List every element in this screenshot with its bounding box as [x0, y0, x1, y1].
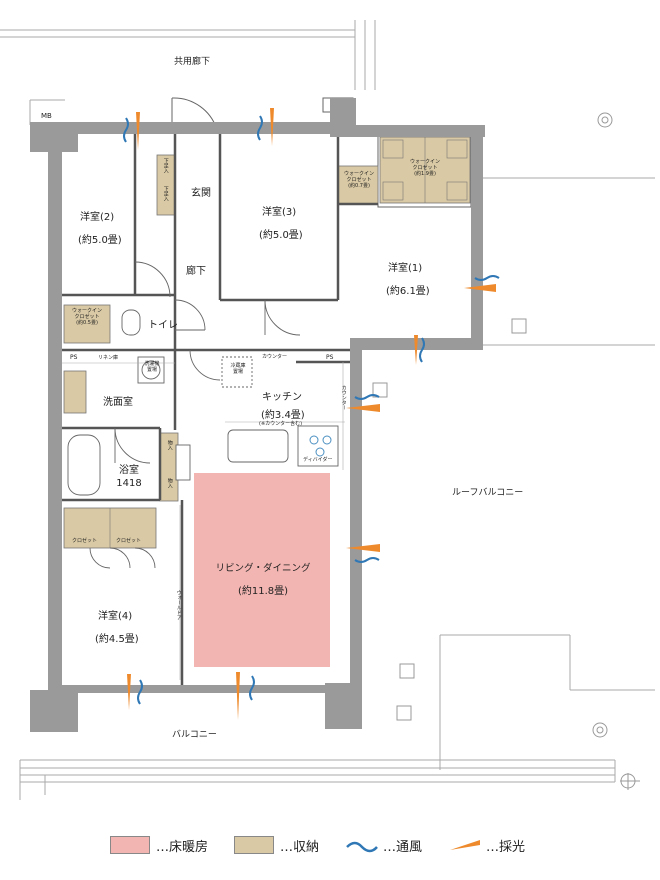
room2-label: 洋室(2): [80, 212, 115, 223]
ps2-label: PS: [326, 354, 334, 361]
room3-size: (約5.0畳): [259, 230, 303, 241]
legend-light-label: …採光: [486, 839, 526, 855]
divider-label: ディバイダー: [303, 457, 333, 463]
fridge-label: 冷蔵庫 置場: [230, 363, 246, 375]
toilet-label: トイレ: [148, 320, 178, 331]
kitchen-label: キッチン: [262, 392, 302, 403]
geta-box2-label: 下足入: [162, 186, 169, 201]
counter-label: カウンター: [262, 354, 288, 360]
floor-heating-swatch: [110, 836, 150, 854]
balcony-label: バルコニー: [172, 730, 217, 740]
washroom-label: 洗面室: [103, 397, 133, 408]
room4-label: 洋室(4): [98, 611, 133, 622]
legend-breeze: …通風: [345, 836, 422, 855]
breeze-wave-icon: [346, 841, 378, 853]
corridor-label: 共用廊下: [174, 57, 211, 67]
room3-label: 洋室(3): [262, 207, 297, 218]
mb-label: MB: [41, 112, 52, 120]
room4-size: (約4.5畳): [95, 634, 139, 645]
wic-small-label: ウォークイン クロゼット (約0.7畳): [343, 171, 374, 189]
washer-label: 洗濯機 置場: [144, 361, 160, 373]
storage2-label: 物入: [166, 478, 173, 488]
entrance-label: 玄関: [191, 188, 211, 199]
closet2-label: クロゼット: [116, 538, 142, 544]
room1-size: (約6.1畳): [386, 286, 430, 297]
closet1-label: クロゼット: [72, 538, 98, 544]
living-size: (約11.8畳): [237, 586, 289, 597]
living-label: リビング・ダイニング: [215, 563, 311, 574]
ps1-label: PS: [70, 354, 78, 361]
kitchen-note: (※カウンター含む): [259, 421, 303, 427]
legend: …床暖房 …収納 …通風 …採光: [110, 833, 570, 857]
legend-storage-label: …収納: [280, 839, 320, 855]
linen-label: リネン庫: [98, 355, 119, 361]
light-ray-icon: [450, 840, 481, 850]
bath-label: 浴室 1418: [116, 465, 142, 489]
room1-label: 洋室(1): [388, 263, 423, 274]
wic-toilet-label: ウォークイン クロゼット (約0.5畳): [71, 308, 102, 326]
legend-storage: …収納: [234, 836, 319, 855]
kitchen-size: (約3.4畳): [261, 410, 305, 421]
legend-floor-heating: …床暖房: [110, 836, 208, 855]
roof-balcony-label: ルーフバルコニー: [452, 488, 524, 498]
geta-box1-label: 下足入: [162, 158, 169, 173]
room2-size: (約5.0畳): [78, 235, 122, 246]
wardrobe-label: ウォールドア: [175, 590, 182, 620]
hall-label: 廊下: [186, 266, 206, 277]
legend-floor-heating-label: …床暖房: [156, 839, 209, 855]
counter-side-label: カウンター: [340, 385, 347, 410]
wic-large-label: ウォークイン クロゼット (約1.9畳): [409, 159, 440, 177]
legend-breeze-label: …通風: [383, 839, 423, 855]
legend-light: …採光: [448, 836, 525, 855]
storage1-label: 物入: [166, 440, 173, 450]
storage-swatch: [234, 836, 275, 854]
